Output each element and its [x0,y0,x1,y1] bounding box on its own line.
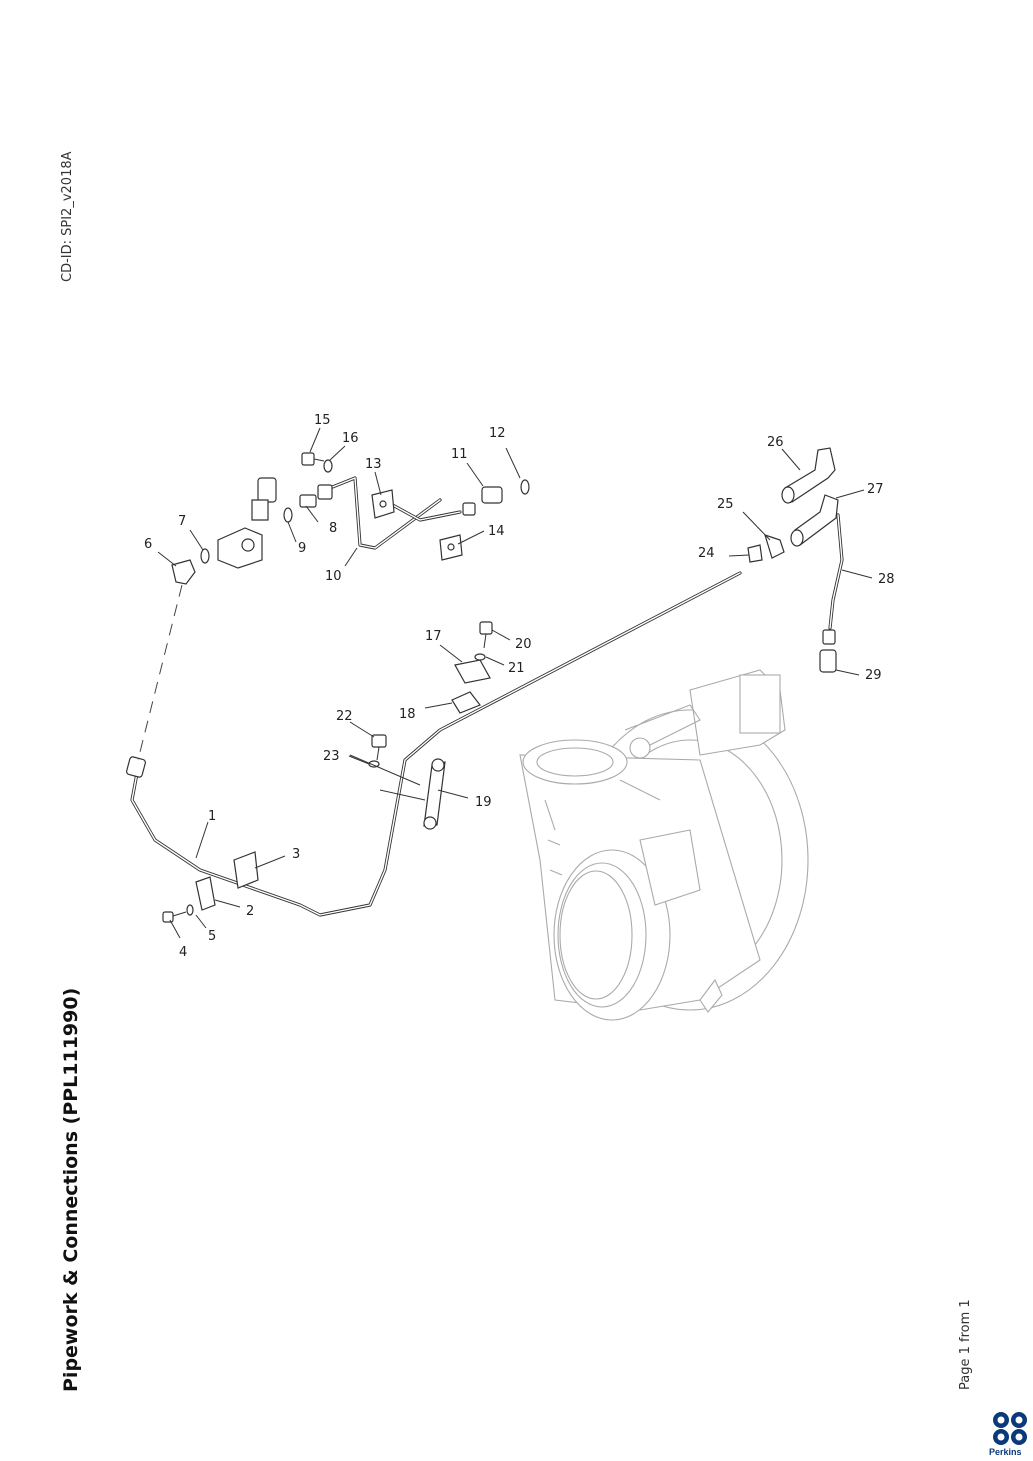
callout-26: 26 [767,435,784,450]
callout-23: 23 [323,749,340,764]
hose-27 [790,494,839,547]
callout-8: 8 [329,521,337,536]
turbocharger-ghost [519,669,809,1021]
centre-line [137,584,183,761]
callout-28: 28 [878,572,895,587]
callout-27: 27 [867,482,884,497]
callout-18: 18 [399,707,416,722]
callout-29: 29 [865,668,882,683]
callout-9: 9 [298,541,306,556]
callout-15: 15 [314,413,331,428]
callout-16: 16 [342,431,359,446]
pipe-1 [126,571,742,917]
callout-4: 4 [179,945,187,960]
callout-19: 19 [475,795,492,810]
callout-22: 22 [336,709,353,724]
callout-11: 11 [451,447,468,462]
callout-24: 24 [698,546,715,561]
callout-20: 20 [515,637,532,652]
callout-7: 7 [178,514,186,529]
callout-5: 5 [208,929,216,944]
callout-labels: 1 2 3 4 5 6 7 8 9 10 11 12 13 14 15 16 1… [144,413,895,960]
callout-10: 10 [325,569,342,584]
pipe-10 [328,476,462,550]
callout-12: 12 [489,426,506,441]
callout-6: 6 [144,537,152,552]
brand-name: Perkins [989,1447,1022,1457]
callout-3: 3 [292,847,300,862]
fittings [162,452,837,923]
callout-21: 21 [508,661,525,676]
callout-14: 14 [488,524,505,539]
callout-2: 2 [246,904,254,919]
leader-lines [157,427,873,939]
callout-1: 1 [208,809,216,824]
callout-25: 25 [717,497,734,512]
perkins-logo-icon [993,1412,1027,1445]
hose-26 [781,447,836,504]
callout-17: 17 [425,629,442,644]
callout-13: 13 [365,457,382,472]
